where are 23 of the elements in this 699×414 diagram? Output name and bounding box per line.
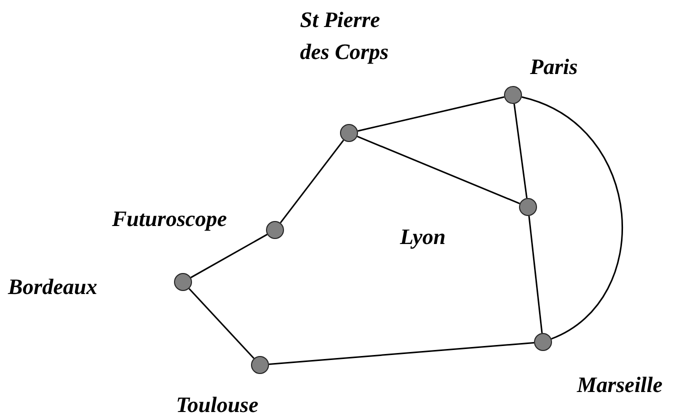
- city-label: Paris: [530, 53, 578, 81]
- station-node: [251, 356, 269, 374]
- city-label: Toulouse: [176, 391, 258, 414]
- rail-line: [188, 288, 254, 359]
- station-node: [266, 221, 284, 239]
- station-node: [504, 86, 522, 104]
- city-label: Lyon: [400, 223, 446, 251]
- rail-line: [190, 234, 268, 278]
- city-label: Marseille: [577, 371, 663, 399]
- station-node: [534, 333, 552, 351]
- station-node: [519, 198, 537, 216]
- rail-line: [280, 140, 344, 224]
- city-label: Bordeaux: [8, 273, 98, 301]
- rail-line: [358, 96, 504, 132]
- city-label: St Pierre des Corps: [300, 6, 390, 66]
- rail-line: [522, 96, 622, 340]
- city-label: Futuroscope: [112, 205, 227, 233]
- rail-line: [528, 216, 543, 334]
- rail-line: [357, 136, 520, 204]
- rail-line: [513, 104, 528, 198]
- station-node: [174, 273, 192, 291]
- rail-line: [268, 342, 534, 366]
- station-node: [340, 124, 358, 142]
